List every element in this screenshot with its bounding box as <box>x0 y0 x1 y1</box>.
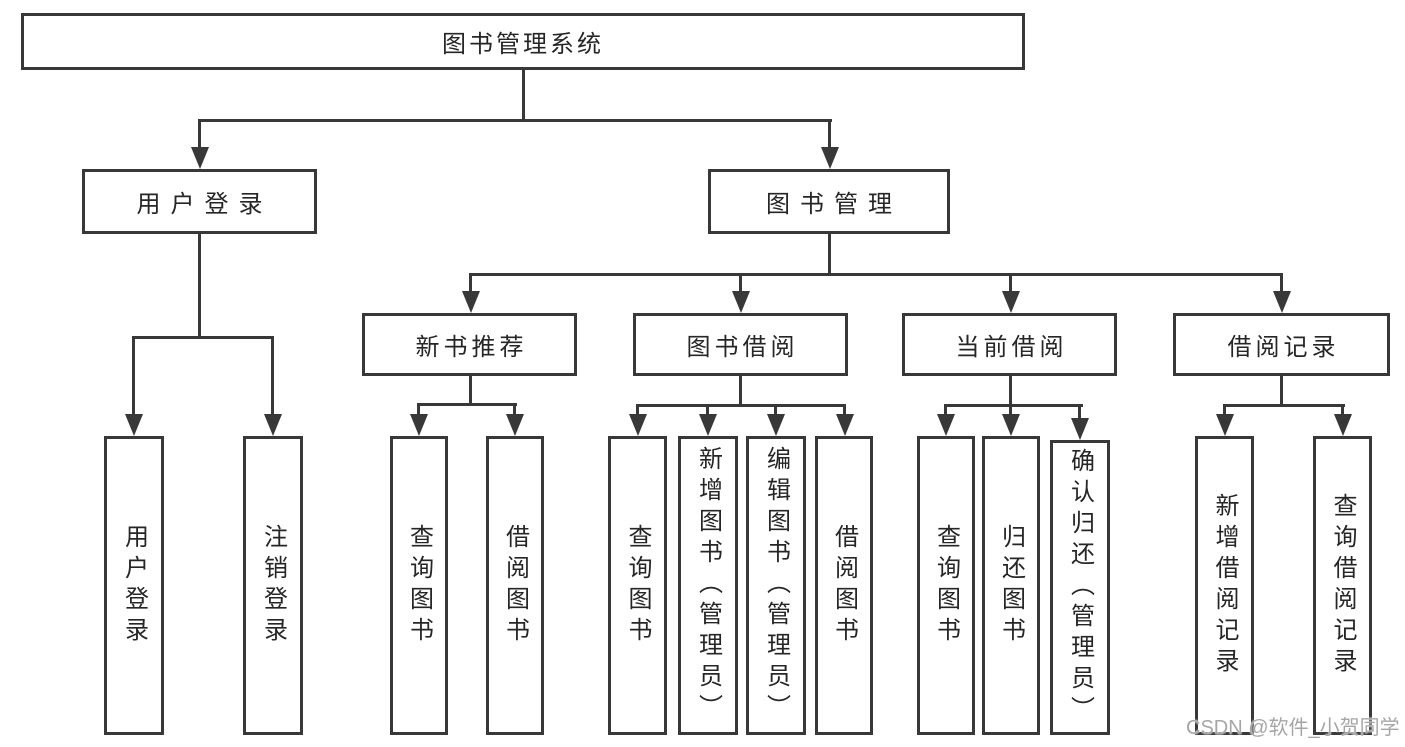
leaf-cb-query-books: 查询图书 <box>917 436 975 735</box>
node-user-login: 用户登录 <box>82 169 317 234</box>
leaf-bb-query-books: 查询图书 <box>608 436 667 735</box>
connector-line <box>198 119 201 148</box>
node-label: 借阅图书 <box>830 523 858 648</box>
node-label: 图书管理 <box>766 191 902 218</box>
connector-line <box>828 119 831 148</box>
node-label: 新书推荐 <box>415 334 528 361</box>
connector-line <box>1341 404 1344 415</box>
connector-line <box>417 403 517 406</box>
arrow-down-icon <box>836 414 854 436</box>
connector-line <box>132 336 135 415</box>
arrow-down-icon <box>1002 291 1020 313</box>
node-book-management: 图书管理 <box>708 169 950 234</box>
connector-line <box>469 273 472 292</box>
node-label: 借阅图书 <box>501 523 529 648</box>
connector-line <box>132 336 274 339</box>
leaf-user-login: 用户登录 <box>104 436 164 735</box>
node-label: 查询图书 <box>405 523 433 648</box>
connector-line <box>469 273 1283 276</box>
leaf-logout: 注销登录 <box>243 436 303 735</box>
arrow-down-icon <box>629 414 647 436</box>
node-label: 查询图书 <box>624 523 651 648</box>
leaf-br-query-record: 查询借阅记录 <box>1313 436 1372 735</box>
node-label: 归还图书 <box>997 523 1025 648</box>
node-current-borrowing: 当前借阅 <box>902 313 1117 376</box>
connector-line <box>522 70 525 119</box>
connector-line <box>774 404 777 415</box>
arrow-down-icon <box>1002 414 1020 436</box>
leaf-bb-edit-books-admin: 编辑图书（管理员） <box>746 436 806 735</box>
node-label: 查询图书 <box>932 523 960 648</box>
arrow-down-icon <box>191 147 209 169</box>
leaf-cb-return-books: 归还图书 <box>982 436 1040 735</box>
node-book-borrowing: 图书借阅 <box>633 313 848 376</box>
connector-line <box>1078 404 1081 419</box>
node-new-book-recommend: 新书推荐 <box>362 313 577 376</box>
arrow-down-icon <box>1334 414 1352 436</box>
leaf-br-add-record: 新增借阅记录 <box>1195 436 1254 735</box>
arrow-down-icon <box>462 291 480 313</box>
node-root-library-system: 图书管理系统 <box>21 13 1025 70</box>
leaf-cb-confirm-return-admin: 确认归还（管理员） <box>1050 440 1110 735</box>
connector-line <box>1223 404 1345 407</box>
connector-line <box>271 336 274 415</box>
arrow-down-icon <box>125 414 143 436</box>
leaf-nb-query-books: 查询图书 <box>390 436 448 735</box>
arrow-down-icon <box>506 414 524 436</box>
connector-line <box>1280 376 1283 404</box>
arrow-down-icon <box>821 147 839 169</box>
node-label: 新增借阅记录 <box>1211 492 1238 679</box>
node-borrowing-records: 借阅记录 <box>1173 313 1390 376</box>
node-label: 用户登录 <box>120 523 148 648</box>
connector-line <box>1009 273 1012 292</box>
node-label: 图书借阅 <box>686 334 799 361</box>
node-label: 借阅记录 <box>1227 334 1340 361</box>
connector-line <box>843 404 846 415</box>
connector-line <box>739 376 742 404</box>
connector-line <box>1223 404 1226 415</box>
leaf-bb-add-books-admin: 新增图书（管理员） <box>678 436 738 735</box>
arrow-down-icon <box>1216 414 1234 436</box>
node-label: 确认归还（管理员） <box>1066 448 1094 727</box>
connector-line <box>739 273 742 292</box>
arrow-down-icon <box>1273 291 1291 313</box>
arrow-down-icon <box>410 414 428 436</box>
node-label: 新增图书（管理员） <box>694 446 722 725</box>
connector-line <box>1009 404 1012 415</box>
arrow-down-icon <box>1071 418 1089 440</box>
csdn-watermark: CSDN @软件_小贺同学 <box>1186 717 1400 739</box>
connector-line <box>1280 273 1283 292</box>
arrow-down-icon <box>937 414 955 436</box>
leaf-bb-borrow-books: 借阅图书 <box>815 436 873 735</box>
connector-line <box>828 234 831 273</box>
connector-line <box>944 404 947 415</box>
connector-line <box>513 403 516 415</box>
connector-line <box>198 234 201 336</box>
connector-line <box>636 404 846 407</box>
connector-line <box>706 404 709 415</box>
node-label: 当前借阅 <box>955 334 1068 361</box>
node-label: 查询借阅记录 <box>1329 492 1356 679</box>
node-label: 图书管理系统 <box>442 31 604 58</box>
node-label: 用户登录 <box>136 191 273 218</box>
leaf-nb-borrow-books: 借阅图书 <box>486 436 544 735</box>
arrow-down-icon <box>732 291 750 313</box>
arrow-down-icon <box>699 414 717 436</box>
connector-line <box>417 403 420 415</box>
connector-line <box>944 404 1083 407</box>
connector-line <box>636 404 639 415</box>
arrow-down-icon <box>767 414 785 436</box>
node-label: 注销登录 <box>259 523 287 648</box>
connector-line <box>469 376 472 403</box>
connector-line <box>198 119 832 122</box>
arrow-down-icon <box>264 414 282 436</box>
connector-line <box>1009 376 1012 404</box>
node-label: 编辑图书（管理员） <box>762 446 790 725</box>
